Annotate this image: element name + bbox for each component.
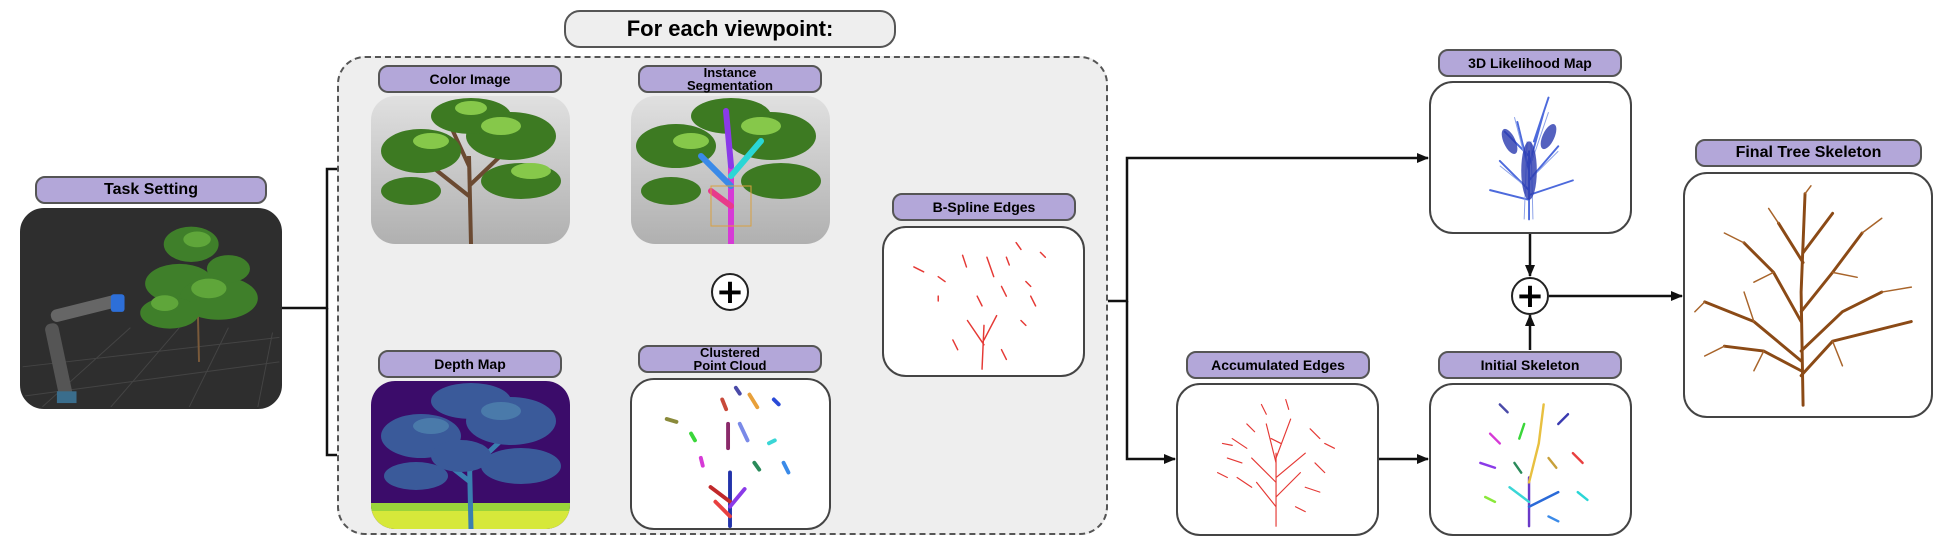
clustered-point-cloud-label: Clustered Point Cloud [638,345,822,373]
likelihood-map-panel [1429,81,1632,234]
combine-operator-1: + [711,273,749,311]
viewpoint-title: For each viewpoint: [564,10,896,48]
accumulated-edges-label: Accumulated Edges [1186,351,1370,379]
depth-map-panel [371,381,570,529]
color-image-label: Color Image [378,65,562,93]
combine-operator-2: + [1511,277,1549,315]
likelihood-map-label: 3D Likelihood Map [1438,49,1622,77]
final-skeleton-graphic [1694,185,1913,407]
bspline-edges-panel [882,226,1085,377]
clustered-point-cloud-panel [630,378,831,530]
robot-scene-graphic [22,226,280,407]
depth-graphic [371,383,570,529]
final-tree-skeleton-panel [1683,172,1933,418]
final-tree-skeleton-label: Final Tree Skeleton [1695,139,1922,167]
initial-skeleton-label: Initial Skeleton [1438,351,1622,379]
initial-skeleton-graphic [1479,403,1589,528]
accumulated-edges-panel [1176,383,1379,536]
instance-segmentation-panel [631,96,830,244]
color-tree-graphic [381,98,561,244]
color-image-panel [371,96,570,244]
depth-map-label: Depth Map [378,350,562,378]
accumulated-edges-graphic [1217,399,1336,527]
initial-skeleton-panel [1429,383,1632,536]
segmentation-graphic [636,98,821,244]
instance-segmentation-label: Instance Segmentation [638,65,822,93]
arrow-bspline-to-accum [1125,301,1176,464]
point-cloud-graphic [664,385,791,528]
likelihood-graphic [1489,96,1574,221]
bspline-edges-label: B-Spline Edges [892,193,1076,221]
bspline-graphic [913,241,1047,370]
task-setting-image [20,208,282,409]
arrow-bspline-to-likelihood [1085,153,1429,303]
task-setting-label: Task Setting [35,176,267,204]
